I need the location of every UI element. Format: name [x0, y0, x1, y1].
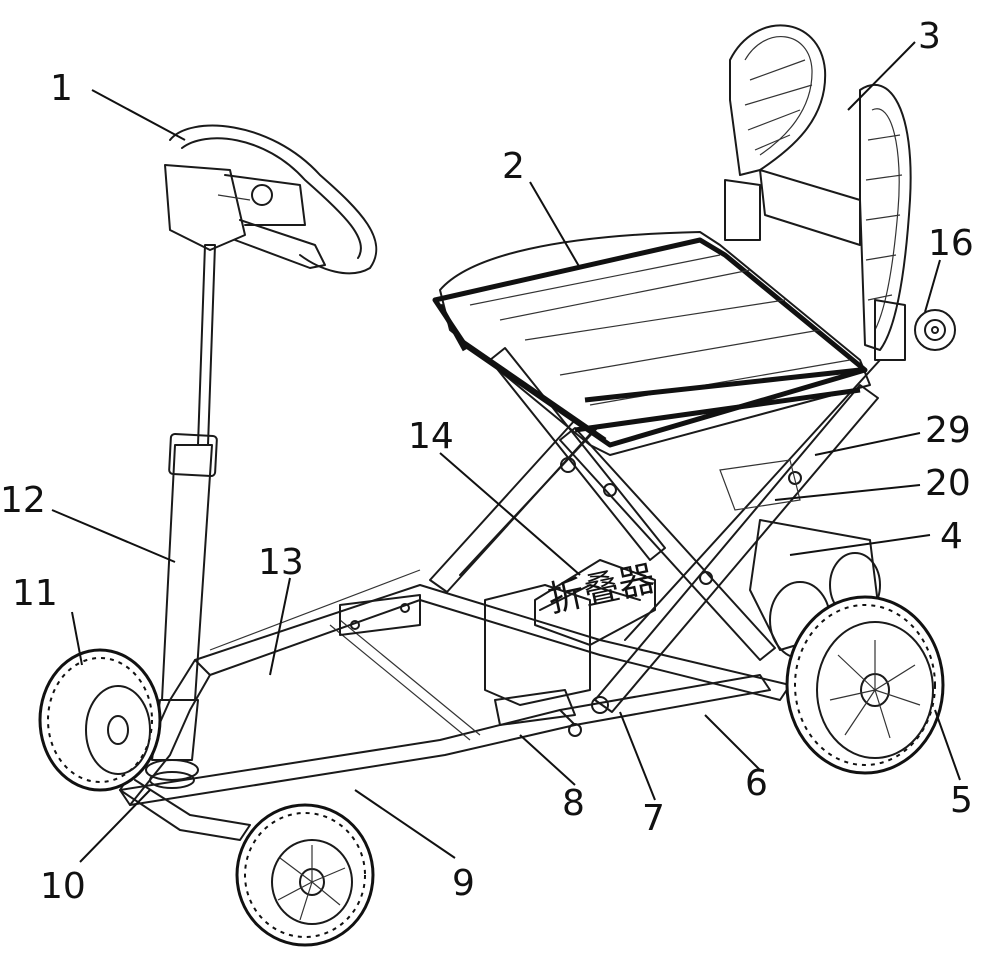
callout-11: 11 [12, 573, 58, 614]
seat-basket [432, 231, 871, 456]
callout-16: 16 [928, 223, 974, 264]
callout-12: 12 [0, 480, 46, 521]
callout-13: 13 [258, 542, 304, 583]
callout-20: 20 [925, 463, 971, 504]
callout-9: 9 [452, 863, 475, 904]
scissor-linkage [429, 347, 881, 713]
callout-10: 10 [40, 866, 86, 907]
backrest [724, 24, 912, 361]
folding-mechanism: 折叠器 [339, 558, 659, 737]
callout-7: 7 [642, 798, 665, 839]
base-frame [119, 569, 791, 841]
callout-29: 29 [925, 410, 971, 451]
callout-4: 4 [940, 516, 963, 557]
callout-labels: 1 2 3 16 29 20 4 14 12 13 11 5 6 7 8 9 1… [0, 16, 974, 907]
callout-8: 8 [562, 783, 585, 824]
callout-6: 6 [745, 763, 768, 804]
front-left-wheel [38, 648, 162, 792]
front-right-wheel [235, 803, 375, 947]
callout-1: 1 [50, 68, 73, 109]
callout-2: 2 [502, 146, 525, 187]
anti-tip-roller [914, 309, 956, 351]
leader-lines [51, 41, 961, 863]
callout-3: 3 [918, 16, 941, 57]
handlebar [164, 124, 378, 275]
rear-wheel [785, 595, 945, 775]
callout-5: 5 [950, 780, 973, 821]
callout-14: 14 [408, 416, 454, 457]
